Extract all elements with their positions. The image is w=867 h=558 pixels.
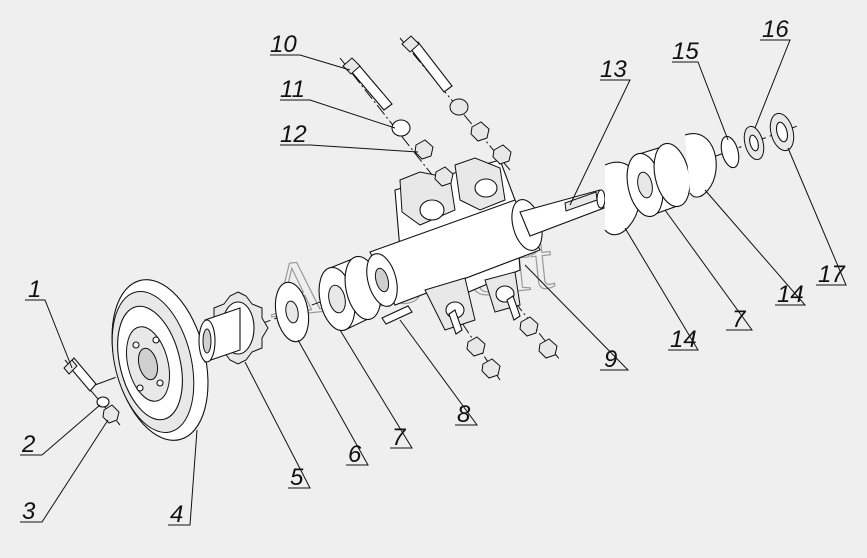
housing-part [366,157,543,331]
callout-13: 13 [600,56,627,83]
bottom-bolt-part [448,295,558,379]
callout-2: 2 [21,431,35,458]
callout-14b: 14 [777,281,804,308]
top-nut-part [414,121,512,187]
key-part [381,305,413,325]
callout-10: 10 [270,31,297,58]
washer-part [96,396,110,408]
snap-ring-right-part [684,133,717,198]
callout-3: 3 [22,498,36,525]
nut-part [102,404,120,424]
lock-washer-part [743,125,765,161]
callout-9: 9 [604,346,617,373]
callout-12: 12 [280,121,307,148]
bearing-right-part [626,142,691,218]
bolt-axis-top-1 [339,57,441,186]
callout-labels: 1 2 3 4 5 6 7 8 9 10 11 12 13 14 14 15 1… [21,16,846,528]
top-washer-part [391,119,411,137]
callout-16: 16 [762,16,789,43]
small-washer-part [720,135,740,169]
top-washer-part-2 [449,98,469,116]
callout-8: 8 [457,401,471,428]
sprocket-part [198,291,269,365]
leader-lines [20,39,847,526]
callout-1: 1 [28,276,41,303]
callout-7b: 7 [732,306,747,333]
callout-14a: 14 [670,326,697,353]
callout-15: 15 [672,38,699,65]
callout-6: 6 [348,441,362,468]
callout-4: 4 [170,501,183,528]
pulley-part [111,279,209,441]
callout-7: 7 [392,424,407,451]
shaft-part [519,189,606,237]
callout-5: 5 [290,464,304,491]
round-nut-part [769,112,795,152]
bolt-part [63,357,97,392]
callout-17: 17 [818,261,846,288]
top-bolt-part [342,35,453,111]
spacer-washer-part [274,281,310,343]
callout-11: 11 [280,76,305,103]
